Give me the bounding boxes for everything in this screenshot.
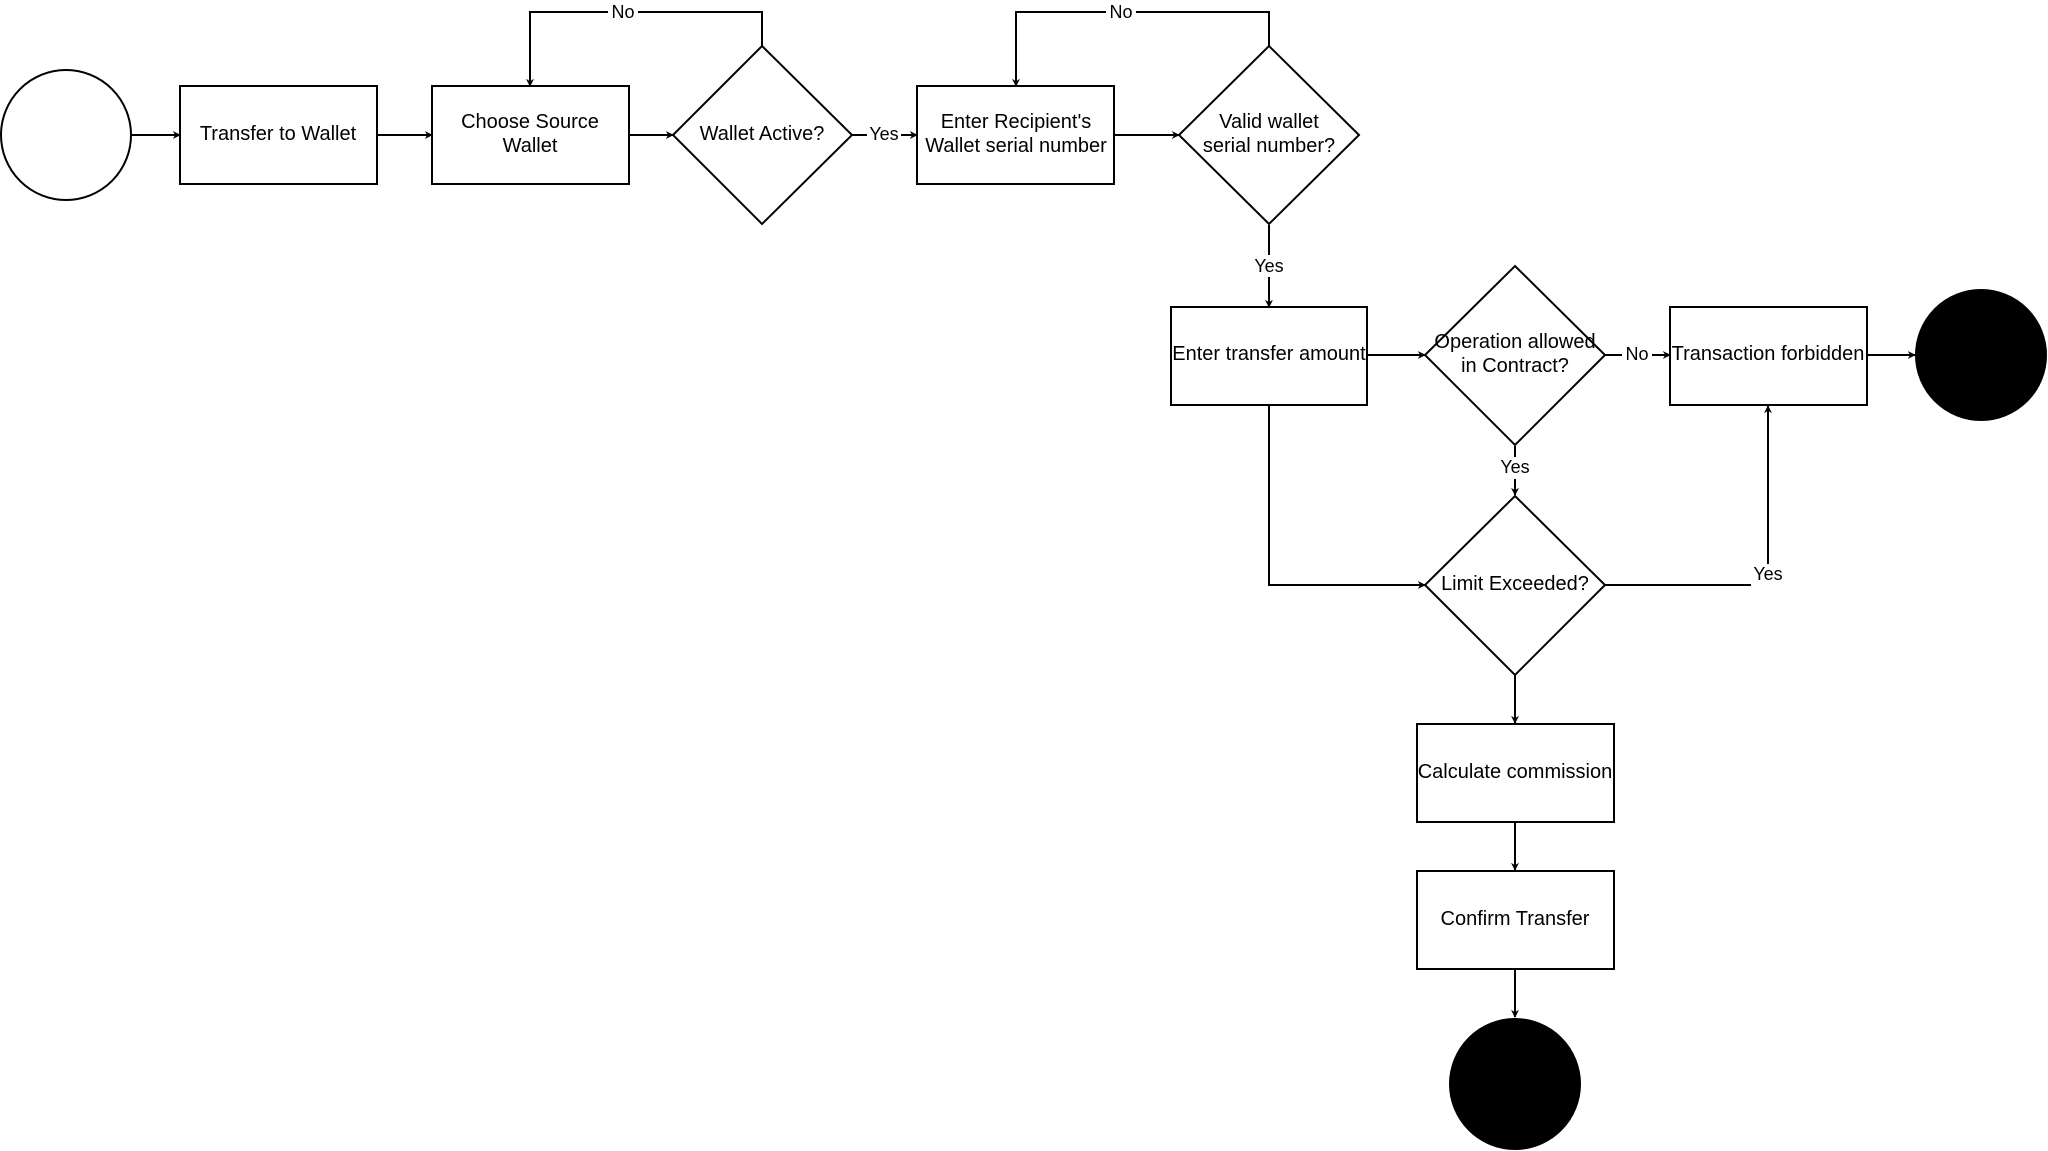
edge-wallet-active-no [526, 11, 763, 87]
label-bg [1106, 1, 1136, 23]
edge-label-wallet-active-no: No [611, 2, 634, 22]
enter-amount-label: Enter transfer amount [1172, 343, 1366, 365]
confirm-transfer-label: Confirm Transfer [1441, 908, 1590, 930]
label-line: serial number? [1203, 135, 1335, 157]
limit-exceeded-label: Limit Exceeded? [1441, 573, 1589, 595]
label-line: Enter Recipient's [941, 111, 1092, 133]
label-line: Valid wallet [1219, 111, 1319, 133]
label-bg [1622, 344, 1652, 366]
edge-limit-yes [1605, 405, 1772, 586]
label-line: in Contract? [1461, 355, 1569, 377]
edge-label-limit-yes: Yes [1753, 564, 1782, 584]
end-node-forbidden [1915, 289, 2047, 421]
label-bg [608, 1, 638, 23]
label-line: Choose Source [461, 111, 599, 133]
label-line: Transaction forbidden [1672, 343, 1865, 365]
operation-allowed-decision [1423, 264, 1607, 447]
edge-label-wallet-active-yes: Yes [869, 124, 898, 144]
label-line: Operation allowed [1434, 331, 1595, 353]
choose-source-wallet-box [431, 85, 630, 185]
label-bg [1751, 564, 1785, 586]
transfer-to-wallet-box [179, 85, 378, 185]
confirm-transfer-box [1416, 870, 1615, 970]
start-node [0, 69, 132, 201]
calculate-commission-box [1416, 723, 1615, 823]
calculate-commission-label: Calculate commission [1418, 761, 1613, 783]
enter-amount-box [1170, 306, 1368, 406]
transaction-forbidden-box [1669, 306, 1868, 406]
label-line: Wallet [503, 135, 558, 157]
edge-label-operation-yes: Yes [1500, 457, 1529, 477]
valid-serial-decision [1177, 44, 1361, 226]
edge-label-valid-serial-no: No [1109, 2, 1132, 22]
label-line: Enter transfer amount [1172, 343, 1366, 365]
end-node-done [1449, 1018, 1581, 1150]
label-line: Transfer to Wallet [200, 123, 357, 145]
label-line: Wallet serial number [925, 135, 1107, 157]
edge-label-valid-serial-yes: Yes [1254, 256, 1283, 276]
label-line: Confirm Transfer [1441, 908, 1590, 930]
label-bg [867, 124, 901, 146]
label-line: Wallet Active? [700, 123, 825, 145]
transaction-forbidden-label: Transaction forbidden [1672, 343, 1865, 365]
wallet-active-decision [671, 44, 854, 226]
edge-enter-amount-to-limit [1268, 405, 1426, 589]
transfer-to-wallet-label: Transfer to Wallet [200, 123, 357, 145]
edge-label-operation-no: No [1625, 344, 1648, 364]
label-line: Limit Exceeded? [1441, 573, 1589, 595]
edge-labels: No Yes No Yes No Yes Yes [608, 1, 1785, 586]
label-bg [1498, 457, 1532, 479]
label-bg [1252, 255, 1286, 277]
edge-valid-serial-no [1012, 11, 1270, 87]
limit-exceeded-decision [1423, 494, 1607, 677]
enter-recipient-box [916, 85, 1115, 185]
wallet-active-label: Wallet Active? [700, 123, 825, 145]
label-line: Calculate commission [1418, 761, 1613, 783]
